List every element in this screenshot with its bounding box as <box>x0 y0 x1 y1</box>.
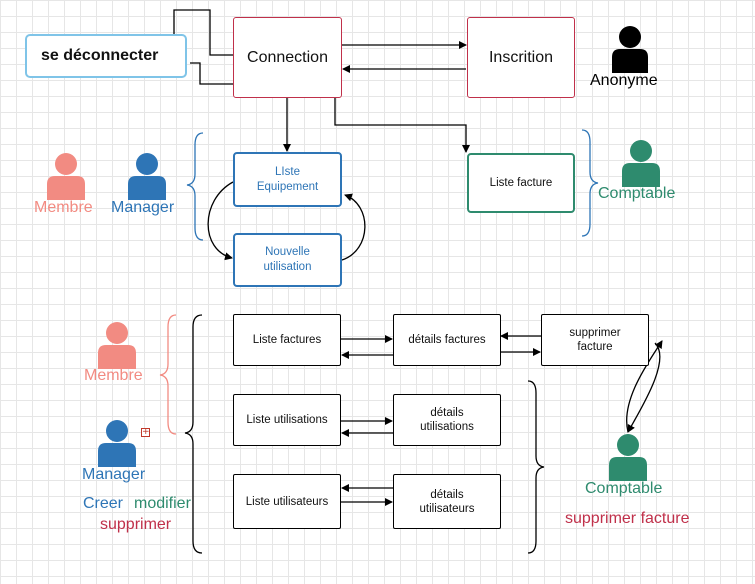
modifier-note: modifier <box>134 495 191 512</box>
liste-factures-node[interactable]: Liste factures <box>233 314 341 366</box>
supprimer-facture-note: supprimer facture <box>565 510 690 527</box>
manager-bottom-person-icon <box>98 420 136 467</box>
logout-label: se déconnecter <box>41 47 159 64</box>
brace-right-bottom <box>527 380 545 554</box>
brace-membre-manager-top <box>186 132 204 241</box>
membre-bottom-person-icon <box>98 322 136 369</box>
comptable-bottom-label: Comptable <box>585 480 663 497</box>
brace-comptable-top <box>581 129 599 237</box>
liste-equipement-node[interactable]: LIste Equipement <box>233 152 342 207</box>
details-utilisations-label: détails utilisations <box>420 407 474 433</box>
details-utilisations-node[interactable]: détails utilisations <box>393 394 501 446</box>
anonyme-label: Anonyme <box>590 72 658 89</box>
inscription-node[interactable]: Inscrition <box>467 17 575 98</box>
edge-equipement-nouvelle <box>207 181 234 261</box>
details-utilisateurs-label: détails utilisateurs <box>419 488 475 515</box>
edge-nouvelle-equipement <box>341 193 366 261</box>
logout-node[interactable]: se déconnecter <box>25 34 187 78</box>
membre-bottom-label: Membre <box>84 367 143 384</box>
comptable-top-label: Comptable <box>598 185 676 202</box>
manager-top-person-icon <box>128 153 166 200</box>
inscription-label: Inscrition <box>488 48 554 66</box>
edge-supprimer-comptable <box>627 342 661 433</box>
edge-connection-logout <box>190 62 233 85</box>
details-factures-label: détails factures <box>408 334 486 346</box>
supprimer-facture-label: supprimer facture <box>569 327 621 353</box>
edge-logout-connection <box>173 9 233 78</box>
membre-top-person-icon <box>47 153 85 200</box>
connection-label: Connection <box>247 48 328 66</box>
membre-top-label: Membre <box>34 199 93 216</box>
supprimer-note: supprimer <box>100 516 172 533</box>
edge-connection-listefacture <box>334 98 470 153</box>
manager-top-label: Manager <box>111 199 175 216</box>
nouvelle-utilisation-label: Nouvelle utilisation <box>263 246 312 273</box>
expand-icon[interactable]: + <box>141 427 150 437</box>
brace-main-bottom <box>184 314 203 554</box>
details-utilisateurs-node[interactable]: détails utilisateurs <box>393 474 501 529</box>
liste-utilisateurs-node[interactable]: Liste utilisateurs <box>233 474 341 529</box>
comptable-top-person-icon <box>622 140 660 187</box>
creer-note: Creer <box>83 495 124 512</box>
supprimer-facture-node[interactable]: supprimer facture <box>541 314 649 366</box>
comptable-bottom-person-icon <box>609 434 647 481</box>
anonyme-person-icon <box>612 26 648 73</box>
details-factures-node[interactable]: détails factures <box>393 314 501 366</box>
liste-facture-comptable-label: Liste facture <box>489 177 553 189</box>
liste-equipement-label: LIste Equipement <box>256 165 319 193</box>
manager-bottom-label: Manager <box>82 466 146 483</box>
brace-membre-bottom <box>159 314 177 435</box>
nouvelle-utilisation-node[interactable]: Nouvelle utilisation <box>233 233 342 287</box>
liste-utilisateurs-label: Liste utilisateurs <box>245 495 329 508</box>
liste-facture-comptable-node[interactable]: Liste facture <box>467 153 575 213</box>
liste-factures-label: Liste factures <box>252 334 322 346</box>
edge-comptable-supprimer <box>626 340 663 433</box>
liste-utilisations-label: Liste utilisations <box>246 414 328 426</box>
connection-node[interactable]: Connection <box>233 17 342 98</box>
liste-utilisations-node[interactable]: Liste utilisations <box>233 394 341 446</box>
